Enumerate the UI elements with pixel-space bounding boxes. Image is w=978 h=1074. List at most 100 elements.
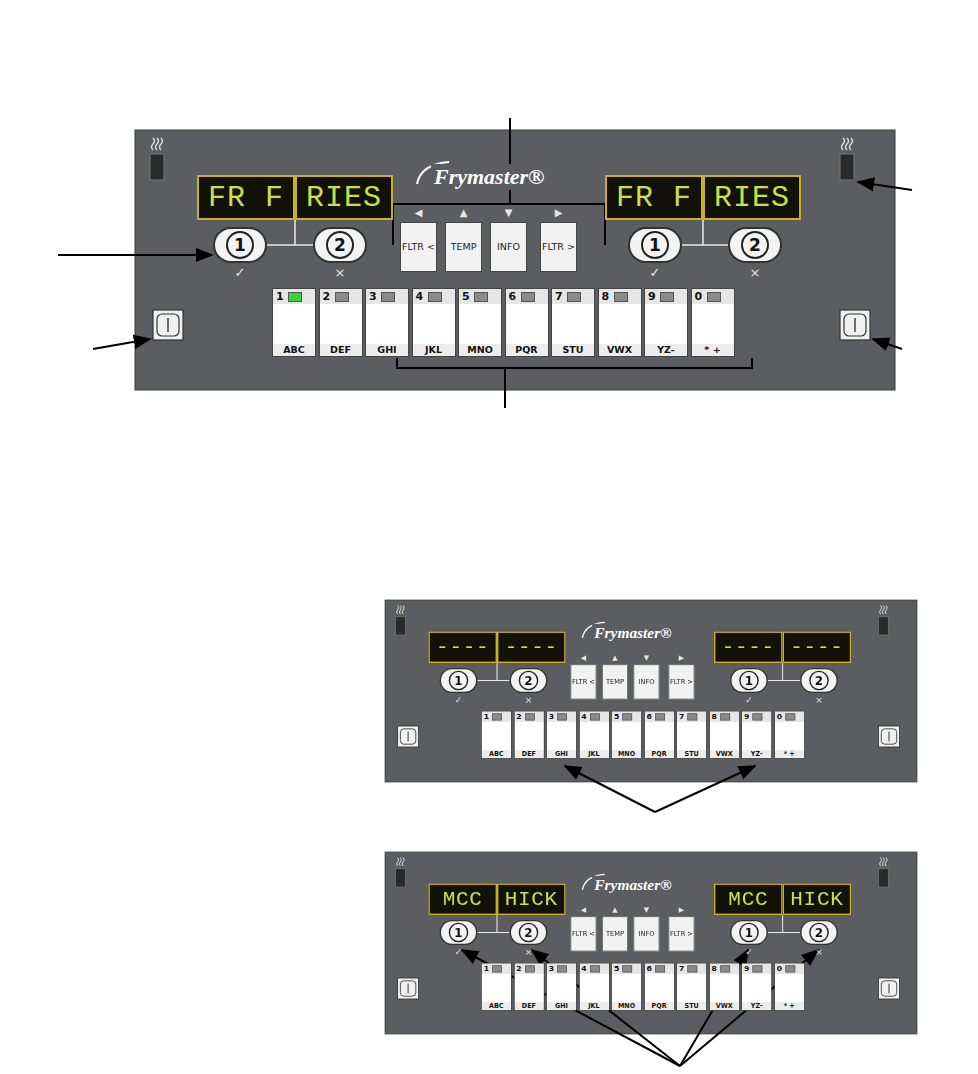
display-segment: HICK xyxy=(497,884,566,916)
button-label: FLTR > xyxy=(541,241,576,252)
product-button: 2× xyxy=(800,920,838,945)
indicator-light xyxy=(557,713,567,720)
product-button: 1✓ xyxy=(628,227,682,263)
button-label: FLTR < xyxy=(571,930,596,938)
indicator-light xyxy=(614,292,628,302)
arrow-symbol: ▶ xyxy=(541,207,576,218)
keypad-key: 8VWX xyxy=(709,711,740,759)
product-button: 2× xyxy=(313,227,367,263)
indicator-light xyxy=(622,965,632,972)
display-text: RIES xyxy=(714,181,790,215)
indicator-light xyxy=(525,713,535,720)
product-button: 2× xyxy=(800,668,838,693)
keypad-key: 5MNO xyxy=(611,963,642,1011)
keypad-key: 7STU xyxy=(676,963,707,1011)
display-text: FR F xyxy=(208,181,284,215)
indicator-light xyxy=(720,965,730,972)
function-button: ▼INFO xyxy=(634,916,660,951)
arrow-symbol: ▼ xyxy=(634,906,658,914)
product-button: 1✓ xyxy=(440,920,478,945)
key-letters: JKL xyxy=(413,344,455,355)
function-button: ▶FLTR > xyxy=(669,664,695,699)
indicator-light xyxy=(288,292,302,302)
keypad-key: 9YZ- xyxy=(741,963,772,1011)
button-symbol: ✓ xyxy=(732,695,767,706)
product-button: 2× xyxy=(510,920,548,945)
function-button: ▼INFO xyxy=(490,222,527,272)
key-number: 5 xyxy=(462,290,470,303)
indicator-light xyxy=(474,292,488,302)
key-letters: MNO xyxy=(612,1003,641,1010)
key-number: 8 xyxy=(712,712,717,721)
button-label: TEMP xyxy=(446,241,481,252)
indicator-light xyxy=(687,713,697,720)
keypad-key: 1ABC xyxy=(272,288,316,357)
button-number: 1 xyxy=(739,923,759,943)
key-number: 4 xyxy=(416,290,424,303)
key-number: 1 xyxy=(484,964,489,973)
button-label: INFO xyxy=(634,678,658,686)
key-number: 1 xyxy=(276,290,284,303)
button-number: 2 xyxy=(741,231,769,259)
key-letters: * + xyxy=(775,1003,804,1010)
key-number: 5 xyxy=(614,964,619,973)
keypad-key: 9YZ- xyxy=(644,288,688,357)
indicator-light xyxy=(557,965,567,972)
control-panel: FR FRIESFR FRIES1✓2×1✓2×◀FLTR <▲TEMP▼INF… xyxy=(135,130,895,390)
keypad-key: 3GHI xyxy=(546,963,577,1011)
key-letters: DEF xyxy=(514,751,543,758)
key-number: 6 xyxy=(646,712,651,721)
display-text: MCC xyxy=(728,887,768,911)
brand-logo: Frymaster® xyxy=(592,876,674,894)
button-symbol: ✓ xyxy=(441,947,476,958)
button-label: FLTR > xyxy=(669,930,694,938)
key-letters: STU xyxy=(677,751,706,758)
button-symbol: × xyxy=(511,695,546,706)
button-number: 1 xyxy=(449,923,469,943)
product-button: 1✓ xyxy=(730,668,768,693)
key-number: 3 xyxy=(549,712,554,721)
key-number: 3 xyxy=(549,964,554,973)
indicator-light xyxy=(590,965,600,972)
product-button: 1✓ xyxy=(730,920,768,945)
indicator-light xyxy=(687,965,697,972)
keypad-key: 2DEF xyxy=(513,963,544,1011)
display-segment: ---- xyxy=(783,632,852,664)
indicator-light xyxy=(655,965,665,972)
key-letters: PQR xyxy=(644,1003,673,1010)
key-letters: DEF xyxy=(320,344,362,355)
indicator-light xyxy=(622,713,632,720)
display-segment: ---- xyxy=(428,632,497,664)
display-text: MCC xyxy=(443,887,483,911)
key-letters: VWX xyxy=(709,751,738,758)
keypad-key: 5MNO xyxy=(458,288,502,357)
keypad-key: 8VWX xyxy=(598,288,642,357)
control-panel: MCCHICKMCCHICK1✓2×1✓2×◀FLTR <▲TEMP▼INFO▶… xyxy=(385,852,917,1034)
key-letters: ABC xyxy=(482,751,511,758)
key-letters: DEF xyxy=(514,1003,543,1010)
indicator-light xyxy=(521,292,535,302)
arrow-symbol: ▲ xyxy=(446,207,481,218)
key-number: 0 xyxy=(695,290,703,303)
function-button: ◀FLTR < xyxy=(571,916,597,951)
button-number: 2 xyxy=(326,231,354,259)
key-letters: STU xyxy=(552,344,594,355)
key-letters: MNO xyxy=(459,344,501,355)
control-panel: ----------------1✓2×1✓2×◀FLTR <▲TEMP▼INF… xyxy=(385,600,917,782)
key-letters: YZ- xyxy=(742,751,771,758)
key-letters: JKL xyxy=(579,1003,608,1010)
display-segment: MCC xyxy=(714,884,783,916)
display-segment: RIES xyxy=(295,175,393,220)
indicator-light xyxy=(525,965,535,972)
button-number: 1 xyxy=(641,231,669,259)
button-label: INFO xyxy=(634,930,658,938)
function-button: ▼INFO xyxy=(634,664,660,699)
button-number: 2 xyxy=(809,671,829,691)
indicator-light xyxy=(567,292,581,302)
display-segment: FR F xyxy=(197,175,295,220)
keypad-key: 4JKL xyxy=(579,711,610,759)
key-number: 2 xyxy=(323,290,331,303)
leader-arrow xyxy=(58,182,912,1066)
indicator-light xyxy=(785,713,795,720)
product-button: 1✓ xyxy=(213,227,267,263)
